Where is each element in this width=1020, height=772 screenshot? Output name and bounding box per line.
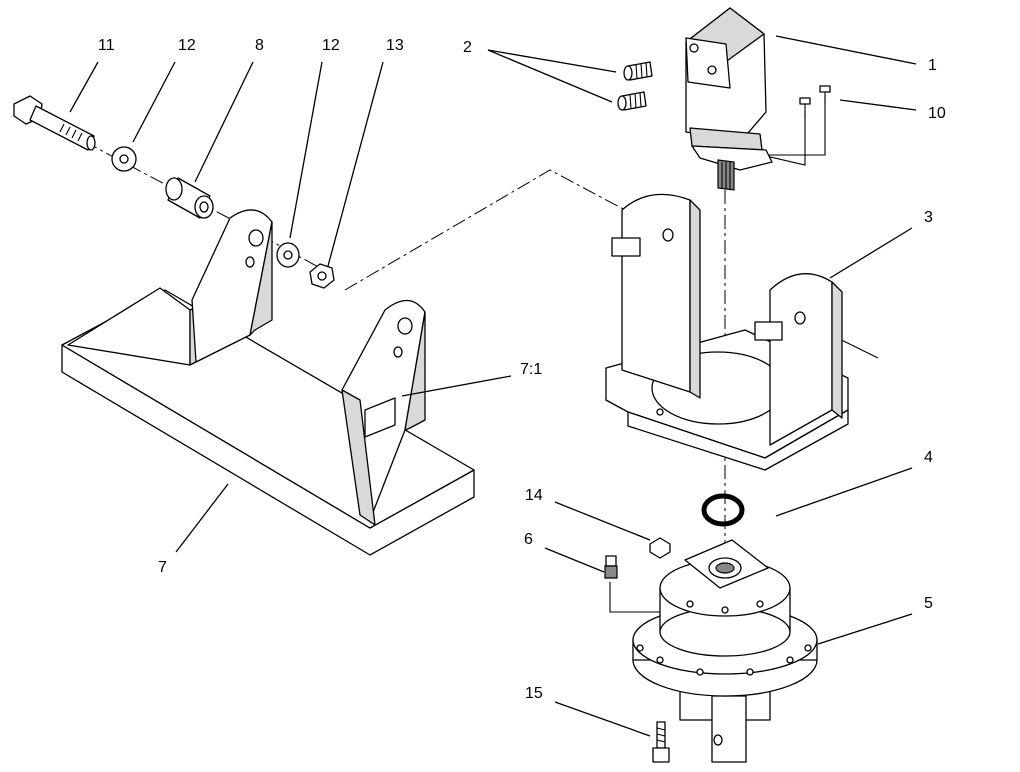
label-2: 2 <box>463 39 472 56</box>
o-ring-4 <box>701 493 745 527</box>
washer-12b <box>276 242 300 268</box>
motor-1 <box>685 7 773 191</box>
label-6: 6 <box>524 531 533 548</box>
label-12a: 12 <box>178 37 196 54</box>
label-11: 11 <box>98 37 115 54</box>
bracket-3 <box>605 193 849 471</box>
screws-10 <box>799 85 831 118</box>
label-10: 10 <box>928 105 946 122</box>
label-12b: 12 <box>322 37 340 54</box>
label-7: 7 <box>158 559 167 576</box>
nut-14 <box>649 537 671 559</box>
bolt-11 <box>13 95 96 151</box>
bolt-15 <box>652 721 670 763</box>
label-7-1: 7:1 <box>520 361 542 378</box>
gearbox-5 <box>632 539 818 763</box>
label-1: 1 <box>928 57 937 74</box>
leader-lines <box>69 35 917 737</box>
label-4: 4 <box>924 449 933 466</box>
nut-13 <box>309 263 335 289</box>
label-13: 13 <box>386 37 404 54</box>
label-3: 3 <box>924 209 933 226</box>
label-15: 15 <box>525 685 543 702</box>
washer-12a <box>111 146 137 172</box>
label-5: 5 <box>924 595 933 612</box>
label-14: 14 <box>525 487 543 504</box>
base-frame <box>61 209 475 556</box>
part-labels: 11 12 8 12 13 2 1 10 3 7:1 4 14 6 7 5 15 <box>98 37 946 702</box>
label-8: 8 <box>255 37 264 54</box>
spacer-8 <box>165 177 214 219</box>
fittings-2 <box>617 61 653 111</box>
fitting-6 <box>604 555 618 579</box>
